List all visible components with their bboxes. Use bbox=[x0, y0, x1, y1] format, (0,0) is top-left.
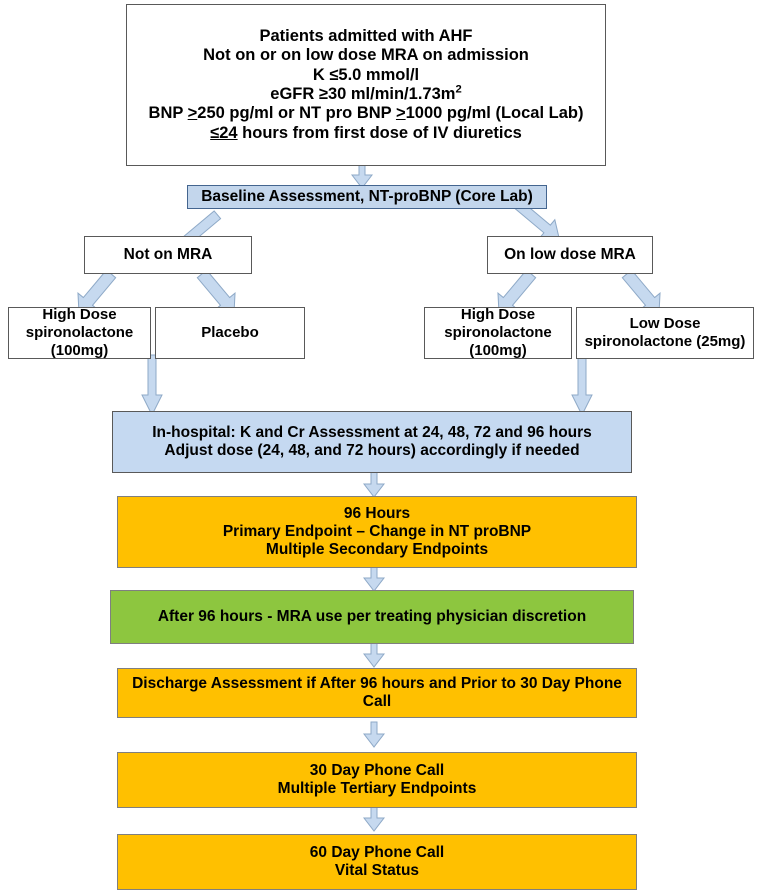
arm-placebo-label: Placebo bbox=[201, 324, 259, 342]
arm-high-right-line-2: spironolactone bbox=[444, 324, 552, 342]
inclusion-line-1: Patients admitted with AHF bbox=[259, 26, 473, 45]
inclusion-line-2: Not on or on low dose MRA on admission bbox=[203, 46, 529, 65]
arm-high-right-line-3: (100mg) bbox=[469, 341, 527, 359]
arm-high-left-line-3: (100mg) bbox=[50, 341, 109, 359]
node-in-hospital-assessment: In-hospital: K and Cr Assessment at 24, … bbox=[112, 411, 632, 473]
inclusion-line-5-gte-1: > bbox=[187, 104, 198, 123]
hours96-line-2: Primary Endpoint – Change in NT proBNP bbox=[222, 522, 532, 540]
after96-label: After 96 hours - MRA use per treating ph… bbox=[157, 607, 587, 625]
connector-in-hospital-to-96-hours bbox=[362, 471, 386, 498]
node-inclusion-criteria: Patients admitted with AHF Not on or on … bbox=[126, 4, 606, 166]
connector-on-low-dose-mra-to-high-dose bbox=[482, 269, 548, 313]
node-30-day-phone-call: 30 Day Phone Call Multiple Tertiary Endp… bbox=[117, 752, 637, 808]
inclusion-line-5-c: 1000 pg/ml (Local Lab) bbox=[405, 104, 584, 123]
node-arm-high-dose-right: High Dose spironolactone (100mg) bbox=[424, 306, 572, 359]
connector-30-day-to-60-day bbox=[362, 805, 386, 832]
inclusion-line-3: K ≤5.0 mmol/l bbox=[312, 65, 420, 84]
node-arm-high-dose-left: High Dose spironolactone (100mg) bbox=[8, 306, 151, 359]
inclusion-line-6: ≤24 hours from first dose of IV diuretic… bbox=[133, 124, 599, 143]
hours96-line-1: 96 Hours bbox=[343, 504, 411, 522]
node-96-hours-endpoint: 96 Hours Primary Endpoint – Change in NT… bbox=[117, 496, 637, 568]
day30-line-1: 30 Day Phone Call bbox=[309, 761, 445, 779]
connector-96-hours-to-after-96 bbox=[362, 565, 386, 592]
node-after-96-hours: After 96 hours - MRA use per treating ph… bbox=[110, 590, 634, 644]
node-arm-low-dose-right: Low Dose spironolactone (25mg) bbox=[576, 307, 754, 359]
arm-low-right-line-1: Low Dose bbox=[629, 315, 701, 333]
baseline-assessment-label: Baseline Assessment, NT-proBNP (Core Lab… bbox=[201, 187, 533, 205]
arm-low-right-line-2: spironolactone (25mg) bbox=[584, 333, 746, 350]
node-60-day-phone-call: 60 Day Phone Call Vital Status bbox=[117, 834, 637, 890]
inclusion-line-6-b: hours from first dose of IV diuretics bbox=[237, 123, 522, 142]
on-low-dose-mra-label: On low dose MRA bbox=[504, 245, 636, 263]
inclusion-line-4-text: eGFR ≥30 ml/min/1.73m bbox=[270, 85, 456, 103]
in-hospital-line-1: In-hospital: K and Cr Assessment at 24, … bbox=[152, 423, 592, 441]
node-on-low-dose-mra: On low dose MRA bbox=[487, 236, 653, 274]
hours96-line-3: Multiple Secondary Endpoints bbox=[265, 541, 489, 559]
connector-left-arms-to-in-hospital bbox=[140, 354, 164, 417]
inclusion-line-5-a: BNP bbox=[148, 104, 188, 123]
inclusion-line-6-lte: ≤24 bbox=[210, 123, 238, 142]
node-not-on-mra: Not on MRA bbox=[84, 236, 252, 274]
not-on-mra-label: Not on MRA bbox=[123, 245, 213, 263]
inclusion-line-5: BNP >250 pg/ml or NT pro BNP >1000 pg/ml… bbox=[133, 104, 599, 123]
node-arm-placebo: Placebo bbox=[155, 307, 305, 359]
arm-high-right-line-1: High Dose bbox=[460, 306, 536, 324]
node-discharge-assessment: Discharge Assessment if After 96 hours a… bbox=[117, 668, 637, 718]
day60-line-2: Vital Status bbox=[334, 862, 420, 879]
connector-right-arms-to-in-hospital bbox=[570, 354, 594, 417]
node-baseline-assessment: Baseline Assessment, NT-proBNP (Core Lab… bbox=[187, 185, 547, 209]
in-hospital-line-2: Adjust dose (24, 48, and 72 hours) accor… bbox=[164, 442, 580, 459]
day30-line-2: Multiple Tertiary Endpoints bbox=[277, 780, 477, 797]
inclusion-line-5-gte-2: > bbox=[395, 104, 406, 123]
inclusion-line-4: eGFR ≥30 ml/min/1.73m2 bbox=[133, 83, 599, 104]
connector-not-on-mra-to-high-dose bbox=[62, 269, 128, 313]
connector-after-96-to-discharge bbox=[362, 641, 386, 668]
arm-high-left-line-1: High Dose bbox=[42, 306, 117, 324]
inclusion-line-4-superscript: 2 bbox=[455, 83, 462, 96]
discharge-label: Discharge Assessment if After 96 hours a… bbox=[132, 674, 622, 710]
inclusion-line-5-b: 250 pg/ml or NT pro BNP bbox=[197, 104, 396, 123]
connector-discharge-to-30-day bbox=[362, 721, 386, 748]
arm-high-left-line-2: spironolactone bbox=[25, 324, 134, 342]
day60-line-1: 60 Day Phone Call bbox=[309, 843, 445, 861]
